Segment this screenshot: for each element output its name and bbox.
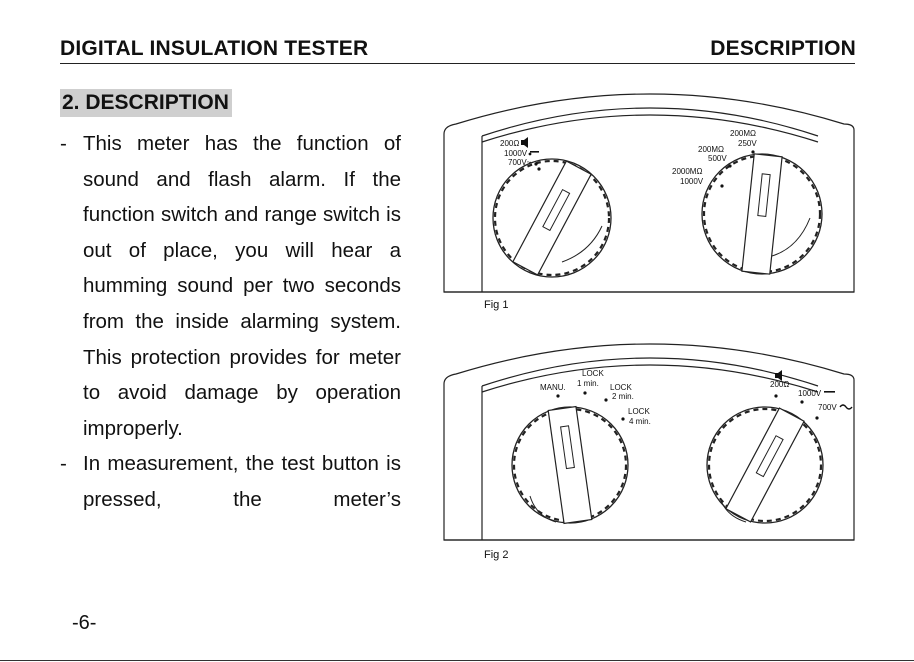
page-bottom-edge [0,660,914,661]
range-label-1000v: 1000V [680,177,704,186]
figure-2-caption: Fig 2 [484,549,508,561]
page-number: -6- [72,612,97,634]
figure-1-caption: Fig 1 [484,299,508,311]
bullet-text: In measurement, the test button is press… [83,452,401,511]
section-heading: 2. DESCRIPTION [60,89,232,117]
rotary-dial-lock-timer[interactable] [511,405,629,525]
bullet-dash: - [60,132,67,155]
dial-label-200ohm: 200Ω [770,380,789,389]
dial-label-700v-ac: 700V~ [508,158,532,167]
timer-label-lock-1min: LOCK [582,369,604,378]
timer-indicator-dots [556,391,625,421]
range-indicator-dots [528,152,541,171]
timer-label-1min: 1 min. [577,379,599,388]
figures-panel: 200Ω 1000V 700V~ [443,93,855,561]
figure-1: 200Ω 1000V 700V~ [443,93,855,311]
range-indicator-dots [720,150,755,188]
rotary-dial-function[interactable] [706,406,824,524]
timer-label-2min: 2 min. [612,392,634,401]
timer-label-lock-4min: LOCK [628,407,650,416]
panel-outline [443,93,855,293]
bullet-dash: - [60,452,67,476]
running-header-title: DIGITAL INSULATION TESTER [60,37,369,60]
timer-label-manual: MANU. [540,383,566,392]
dial-label-1000v-dc: 1000V [798,389,822,398]
dial-label-700v-ac: 700V [818,403,837,412]
dc-symbol-icon [530,151,539,153]
range-label-500v: 500V [708,154,727,163]
range-label-250v: 250V [738,139,757,148]
dial-label-1000v-dc: 1000V [504,149,528,158]
range-label-200mohm-250v: 200MΩ [730,129,756,138]
ac-tilde-icon [839,404,853,410]
rotary-dial-function[interactable] [492,158,612,278]
running-header-section: DESCRIPTION [710,37,856,60]
body-text-column: - This meter has the function of sound a… [60,126,401,518]
header-divider [60,63,855,64]
bullet-paragraph-measurement: - In measurement, the test button is pre… [60,446,401,517]
bullet-text: This meter has the function of sound and… [83,132,401,440]
dc-symbol-icon [824,391,835,393]
panel-outline [443,343,855,541]
function-indicator-dots [774,394,819,420]
dial-label-200ohm: 200Ω [500,139,519,148]
rotary-dial-range[interactable] [701,153,823,275]
timer-label-4min: 4 min. [629,417,651,426]
range-label-200mohm-500v: 200MΩ [698,145,724,154]
speaker-icon [775,370,782,381]
timer-label-lock-2min: LOCK [610,383,632,392]
bullet-paragraph-alarm: - This meter has the function of sound a… [60,126,401,446]
figure-2: MANU. LOCK 1 min. LOCK 2 min. LOCK 4 min… [443,343,855,561]
range-label-2000mohm-1000v: 2000MΩ [672,167,702,176]
speaker-icon [521,137,528,148]
